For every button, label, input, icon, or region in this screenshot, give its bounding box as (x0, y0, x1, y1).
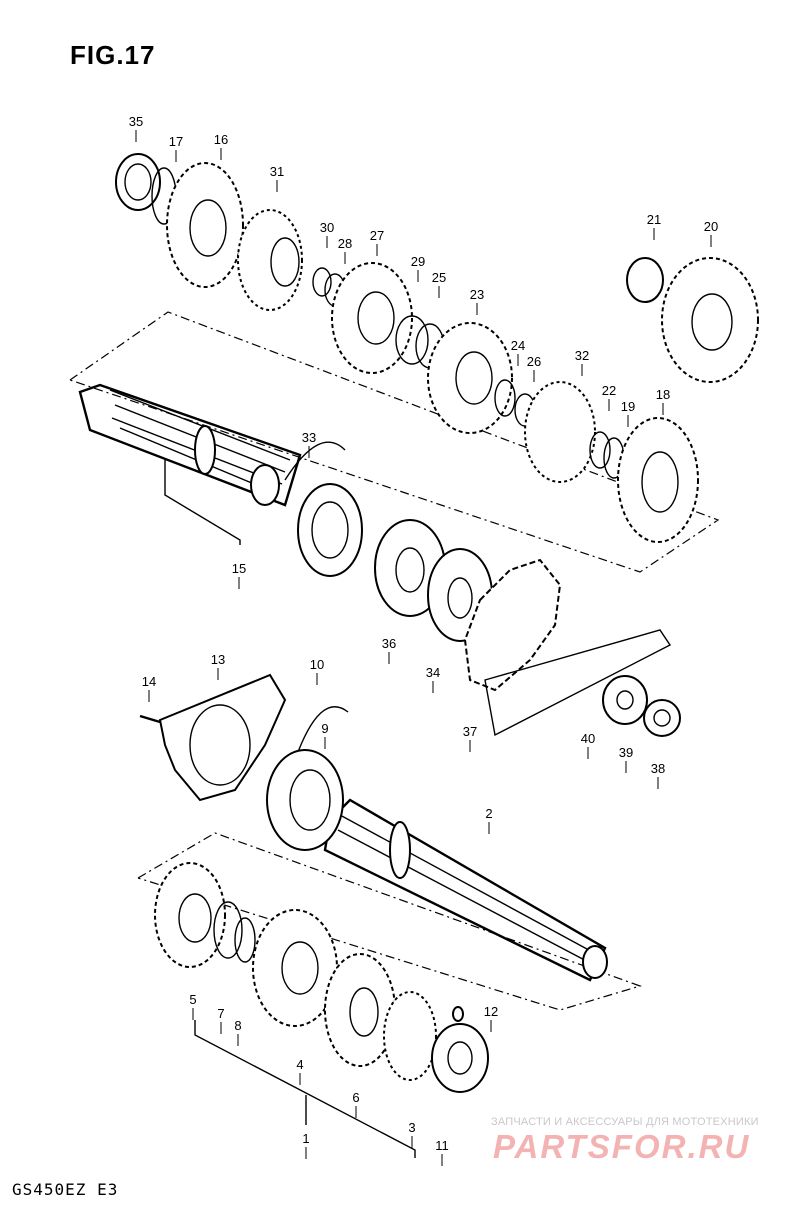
part-number-38: 38 (651, 761, 665, 776)
part-number-21: 21 (647, 212, 661, 227)
part-number-23: 23 (470, 287, 484, 302)
part-number-26: 26 (527, 354, 541, 369)
part-number-29: 29 (411, 254, 425, 269)
part-number-10: 10 (310, 657, 324, 672)
part-number-12: 12 (484, 1004, 498, 1019)
part-number-14: 14 (142, 674, 156, 689)
driveshaft-frame (137, 832, 642, 1011)
model-code: GS450EZ E3 (12, 1180, 119, 1199)
part-number-9: 9 (321, 721, 328, 736)
output-side-parts (284, 441, 681, 737)
part-number-4: 4 (296, 1057, 303, 1072)
part-number-34: 34 (426, 665, 440, 680)
part-number-13: 13 (211, 652, 225, 667)
part-number-16: 16 (214, 132, 228, 147)
gear-stack-lower (154, 862, 489, 1158)
part-number-33: 33 (302, 430, 316, 445)
watermark-brand: PARTSFOR.RU (493, 1128, 751, 1165)
gear-stack-upper (115, 153, 759, 543)
part-number-27: 27 (370, 228, 384, 243)
part-number-30: 30 (320, 220, 334, 235)
part-number-18: 18 (656, 387, 670, 402)
countershaft-frame (69, 311, 720, 573)
watermark-tagline: ЗАПЧАСТИ И АКСЕССУАРЫ ДЛЯ МОТОТЕХНИКИ (491, 1116, 759, 1128)
part-number-25: 25 (432, 270, 446, 285)
part-number-32: 32 (575, 348, 589, 363)
part-number-2: 2 (485, 806, 492, 821)
part-number-36: 36 (382, 636, 396, 651)
part-number-7: 7 (217, 1006, 224, 1021)
part-number-39: 39 (619, 745, 633, 760)
countershaft (78, 383, 302, 545)
transmission-parts-drawing (69, 153, 759, 1158)
cover-and-bearing (139, 673, 349, 851)
part-number-3: 3 (408, 1120, 415, 1135)
part-number-28: 28 (338, 236, 352, 251)
part-number-40: 40 (581, 731, 595, 746)
part-number-6: 6 (352, 1090, 359, 1105)
part-number-20: 20 (704, 219, 718, 234)
part-number-24: 24 (511, 338, 525, 353)
part-number-19: 19 (621, 399, 635, 414)
driveshaft (323, 798, 608, 982)
figure-title: FIG.17 (70, 40, 156, 70)
part-number-11: 11 (435, 1138, 449, 1153)
part-number-15: 15 (232, 561, 246, 576)
part-number-8: 8 (234, 1018, 241, 1033)
part-number-5: 5 (189, 992, 196, 1007)
part-number-31: 31 (270, 164, 284, 179)
part-number-1: 1 (302, 1131, 309, 1146)
part-number-37: 37 (463, 724, 477, 739)
part-number-35: 35 (129, 114, 143, 129)
part-number-22: 22 (602, 383, 616, 398)
part-number-17: 17 (169, 134, 183, 149)
